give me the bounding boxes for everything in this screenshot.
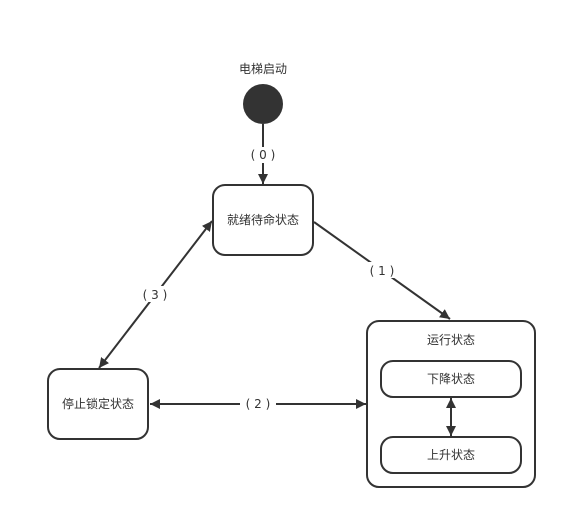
substate-down[interactable] [380,360,522,398]
edge-label-2: ( 2 ) [246,397,271,411]
state-stopped-label: 停止锁定状态 [62,396,134,411]
substate-up-label: 上升状态 [427,448,475,462]
edge-label-3: ( 3 ) [143,288,168,302]
substate-down-label: 下降状态 [427,372,475,386]
start-label: 电梯启动 [239,62,287,76]
edge-label-bg-2 [240,396,276,412]
edge-label-bg-1 [364,262,400,278]
state-running-label: 运行状态 [427,333,475,347]
substate-up[interactable] [380,436,522,474]
state-ready-label: 就绪待命状态 [227,212,299,227]
edge-label-bg-0 [244,147,282,163]
edge-label-1: ( 1 ) [370,264,395,278]
state-stopped[interactable] [47,368,149,440]
edge-label-0: ( 0 ) [251,148,276,162]
state-ready[interactable] [212,184,314,256]
edge-label-bg-3 [137,286,173,302]
start-node [243,84,283,124]
